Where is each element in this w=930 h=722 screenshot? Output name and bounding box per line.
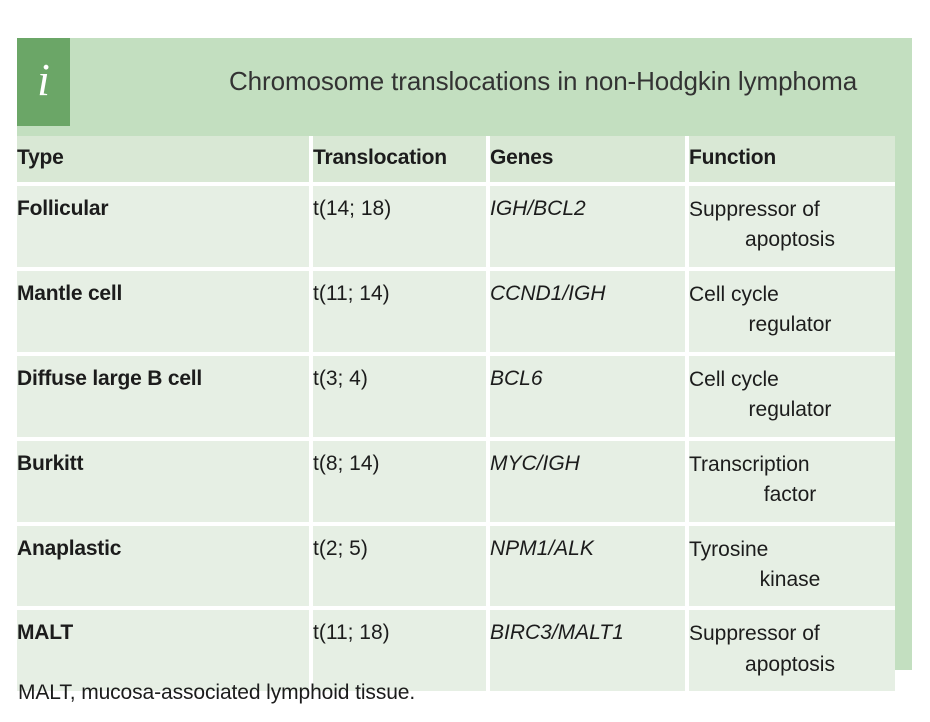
column-header-type: Type: [17, 136, 313, 186]
cell-function-line2: regulator: [748, 313, 832, 337]
cell-function: Tyrosine kinase: [689, 525, 895, 611]
cell-function-line1: Tyrosine: [689, 537, 769, 561]
cell-translocation: t(11; 18): [313, 610, 490, 692]
table-row: Diffuse large B cell t(3; 4) BCL6 Cell c…: [17, 355, 895, 441]
cell-function: Transcription factor: [689, 440, 895, 526]
cell-translocation: t(3; 4): [313, 355, 490, 441]
cell-type: Diffuse large B cell: [17, 355, 313, 441]
cell-translocation: t(2; 5): [313, 525, 490, 611]
table-row: Follicular t(14; 18) IGH/BCL2 Suppressor…: [17, 186, 895, 271]
column-header-genes: Genes: [490, 136, 689, 186]
table-row: Anaplastic t(2; 5) NPM1/ALK Tyrosine kin…: [17, 525, 895, 611]
cell-function: Cell cycle regulator: [689, 270, 895, 356]
table-row: Burkitt t(8; 14) MYC/IGH Transcription f…: [17, 440, 895, 526]
info-italic-i-icon: i: [37, 54, 50, 105]
info-box-header: i Chromosome translocations in non-Hodgk…: [17, 38, 912, 126]
cell-type: Mantle cell: [17, 270, 313, 356]
column-header-function: Function: [689, 136, 895, 186]
cell-function-line2: apoptosis: [745, 228, 835, 252]
header-title-container: Chromosome translocations in non-Hodgkin…: [74, 38, 912, 126]
cell-genes: NPM1/ALK: [490, 525, 689, 611]
info-icon-container: i: [17, 38, 70, 126]
cell-function-line1: Suppressor of: [689, 198, 820, 221]
cell-function-line1: Cell cycle: [689, 367, 779, 391]
cell-function-line1: Cell cycle: [689, 282, 779, 306]
cell-type: Anaplastic: [17, 525, 313, 611]
cell-genes: BIRC3/MALT1: [490, 610, 689, 692]
page-title: Chromosome translocations in non-Hodgkin…: [229, 66, 858, 97]
cell-genes: IGH/BCL2: [490, 186, 689, 271]
table-container: Type Translocation Genes Function Follic…: [17, 136, 895, 692]
cell-genes: CCND1/IGH: [490, 270, 689, 356]
cell-function-line2: regulator: [748, 398, 832, 422]
cell-function-line2: apoptosis: [745, 652, 835, 676]
table-footnote: MALT, mucosa-associated lymphoid tissue.: [18, 681, 416, 704]
cell-function-line2: kinase: [759, 567, 821, 591]
cell-function: Suppressor of apoptosis: [689, 186, 895, 271]
cell-function-line1: Transcription: [689, 452, 810, 476]
cell-function: Cell cycle regulator: [689, 355, 895, 441]
column-header-translocation: Translocation: [313, 136, 490, 186]
cell-translocation: t(11; 14): [313, 270, 490, 356]
cell-genes: MYC/IGH: [490, 440, 689, 526]
translocations-table: Type Translocation Genes Function Follic…: [17, 136, 895, 692]
cell-translocation: t(14; 18): [313, 186, 490, 271]
cell-translocation: t(8; 14): [313, 440, 490, 526]
table-row: MALT t(11; 18) BIRC3/MALT1 Suppressor of…: [17, 610, 895, 692]
table-header-row: Type Translocation Genes Function: [17, 136, 895, 186]
cell-function: Suppressor of apoptosis: [689, 610, 895, 692]
cell-type: Follicular: [17, 186, 313, 271]
table-row: Mantle cell t(11; 14) CCND1/IGH Cell cyc…: [17, 270, 895, 356]
cell-function-line2: factor: [763, 483, 817, 507]
cell-genes: BCL6: [490, 355, 689, 441]
cell-type: Burkitt: [17, 440, 313, 526]
cell-function-line1: Suppressor of: [689, 622, 820, 646]
cell-type: MALT: [17, 610, 313, 692]
